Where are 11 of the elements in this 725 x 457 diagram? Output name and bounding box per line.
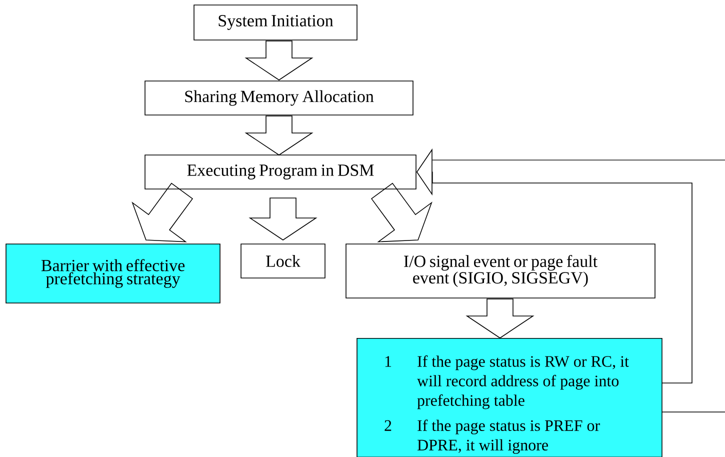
rule-box: 1 If the page status is RW or RC, it will record address of page into prefetching table 2 If the page status is PREF or DPRE, it will ignore [356,338,662,457]
process-box: Lock [240,244,326,278]
process-box: Sharing Memory Allocation [144,80,414,116]
event-box: I/O signal event or page fault event (SIGIO, SIGSEGV) [346,244,656,298]
block-arrow [466,298,534,338]
block-arrow [248,198,318,240]
block-arrow [244,116,314,156]
block-arrow [244,40,314,80]
process-box: System Initiation [194,4,358,40]
process-box: Executing Program in DSM [144,154,416,190]
process-box: Barrier with effective prefetching strategy [6,244,220,304]
